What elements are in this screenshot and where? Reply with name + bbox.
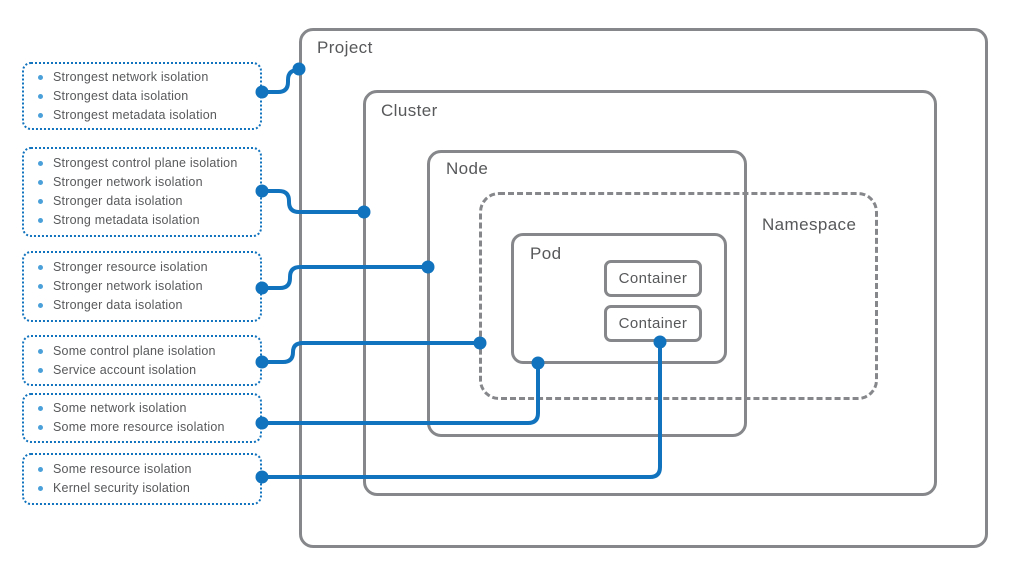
callout-item: Stronger data isolation: [36, 192, 254, 211]
node-label: Node: [446, 159, 489, 178]
cluster-label: Cluster: [381, 101, 438, 120]
container-box-1: Container: [604, 260, 702, 297]
callout-node-list: Stronger resource isolation Stronger net…: [24, 258, 260, 315]
callout-item: Strongest control plane isolation: [36, 154, 254, 173]
project-label: Project: [317, 38, 373, 57]
callout-item: Stronger resource isolation: [36, 258, 254, 277]
pod-label: Pod: [530, 244, 562, 263]
callout-namespace-list: Some control plane isolation Service acc…: [24, 342, 260, 380]
callout-item: Stronger data isolation: [36, 296, 254, 315]
callout-item: Strongest network isolation: [36, 68, 254, 87]
callout-pod: Some network isolation Some more resourc…: [22, 393, 262, 443]
callout-item: Strong metadata isolation: [36, 211, 254, 230]
callout-item: Strongest data isolation: [36, 87, 254, 106]
callout-item: Some resource isolation: [36, 460, 254, 479]
callout-item: Strongest metadata isolation: [36, 106, 254, 125]
namespace-box: [479, 192, 878, 400]
callout-item: Stronger network isolation: [36, 277, 254, 296]
container-box-2: Container: [604, 305, 702, 342]
callout-namespace: Some control plane isolation Service acc…: [22, 335, 262, 386]
callout-item: Some more resource isolation: [36, 418, 254, 437]
callout-cluster-list: Strongest control plane isolation Strong…: [24, 154, 260, 230]
callout-item: Service account isolation: [36, 361, 254, 380]
callout-item: Some control plane isolation: [36, 342, 254, 361]
callout-item: Some network isolation: [36, 399, 254, 418]
namespace-label: Namespace: [762, 215, 857, 234]
callout-cluster: Strongest control plane isolation Strong…: [22, 147, 262, 237]
callout-container: Some resource isolation Kernel security …: [22, 453, 262, 505]
callout-project-list: Strongest network isolation Strongest da…: [24, 68, 260, 125]
cluster-box: [363, 90, 937, 496]
callout-pod-list: Some network isolation Some more resourc…: [24, 399, 260, 437]
container-label-1: Container: [618, 270, 688, 287]
callout-container-list: Some resource isolation Kernel security …: [24, 460, 260, 498]
callout-project: Strongest network isolation Strongest da…: [22, 62, 262, 130]
connector-project: [262, 68, 299, 94]
callout-item: Stronger network isolation: [36, 173, 254, 192]
container-label-2: Container: [618, 315, 688, 332]
callout-node: Stronger resource isolation Stronger net…: [22, 251, 262, 322]
callout-item: Kernel security isolation: [36, 479, 254, 498]
